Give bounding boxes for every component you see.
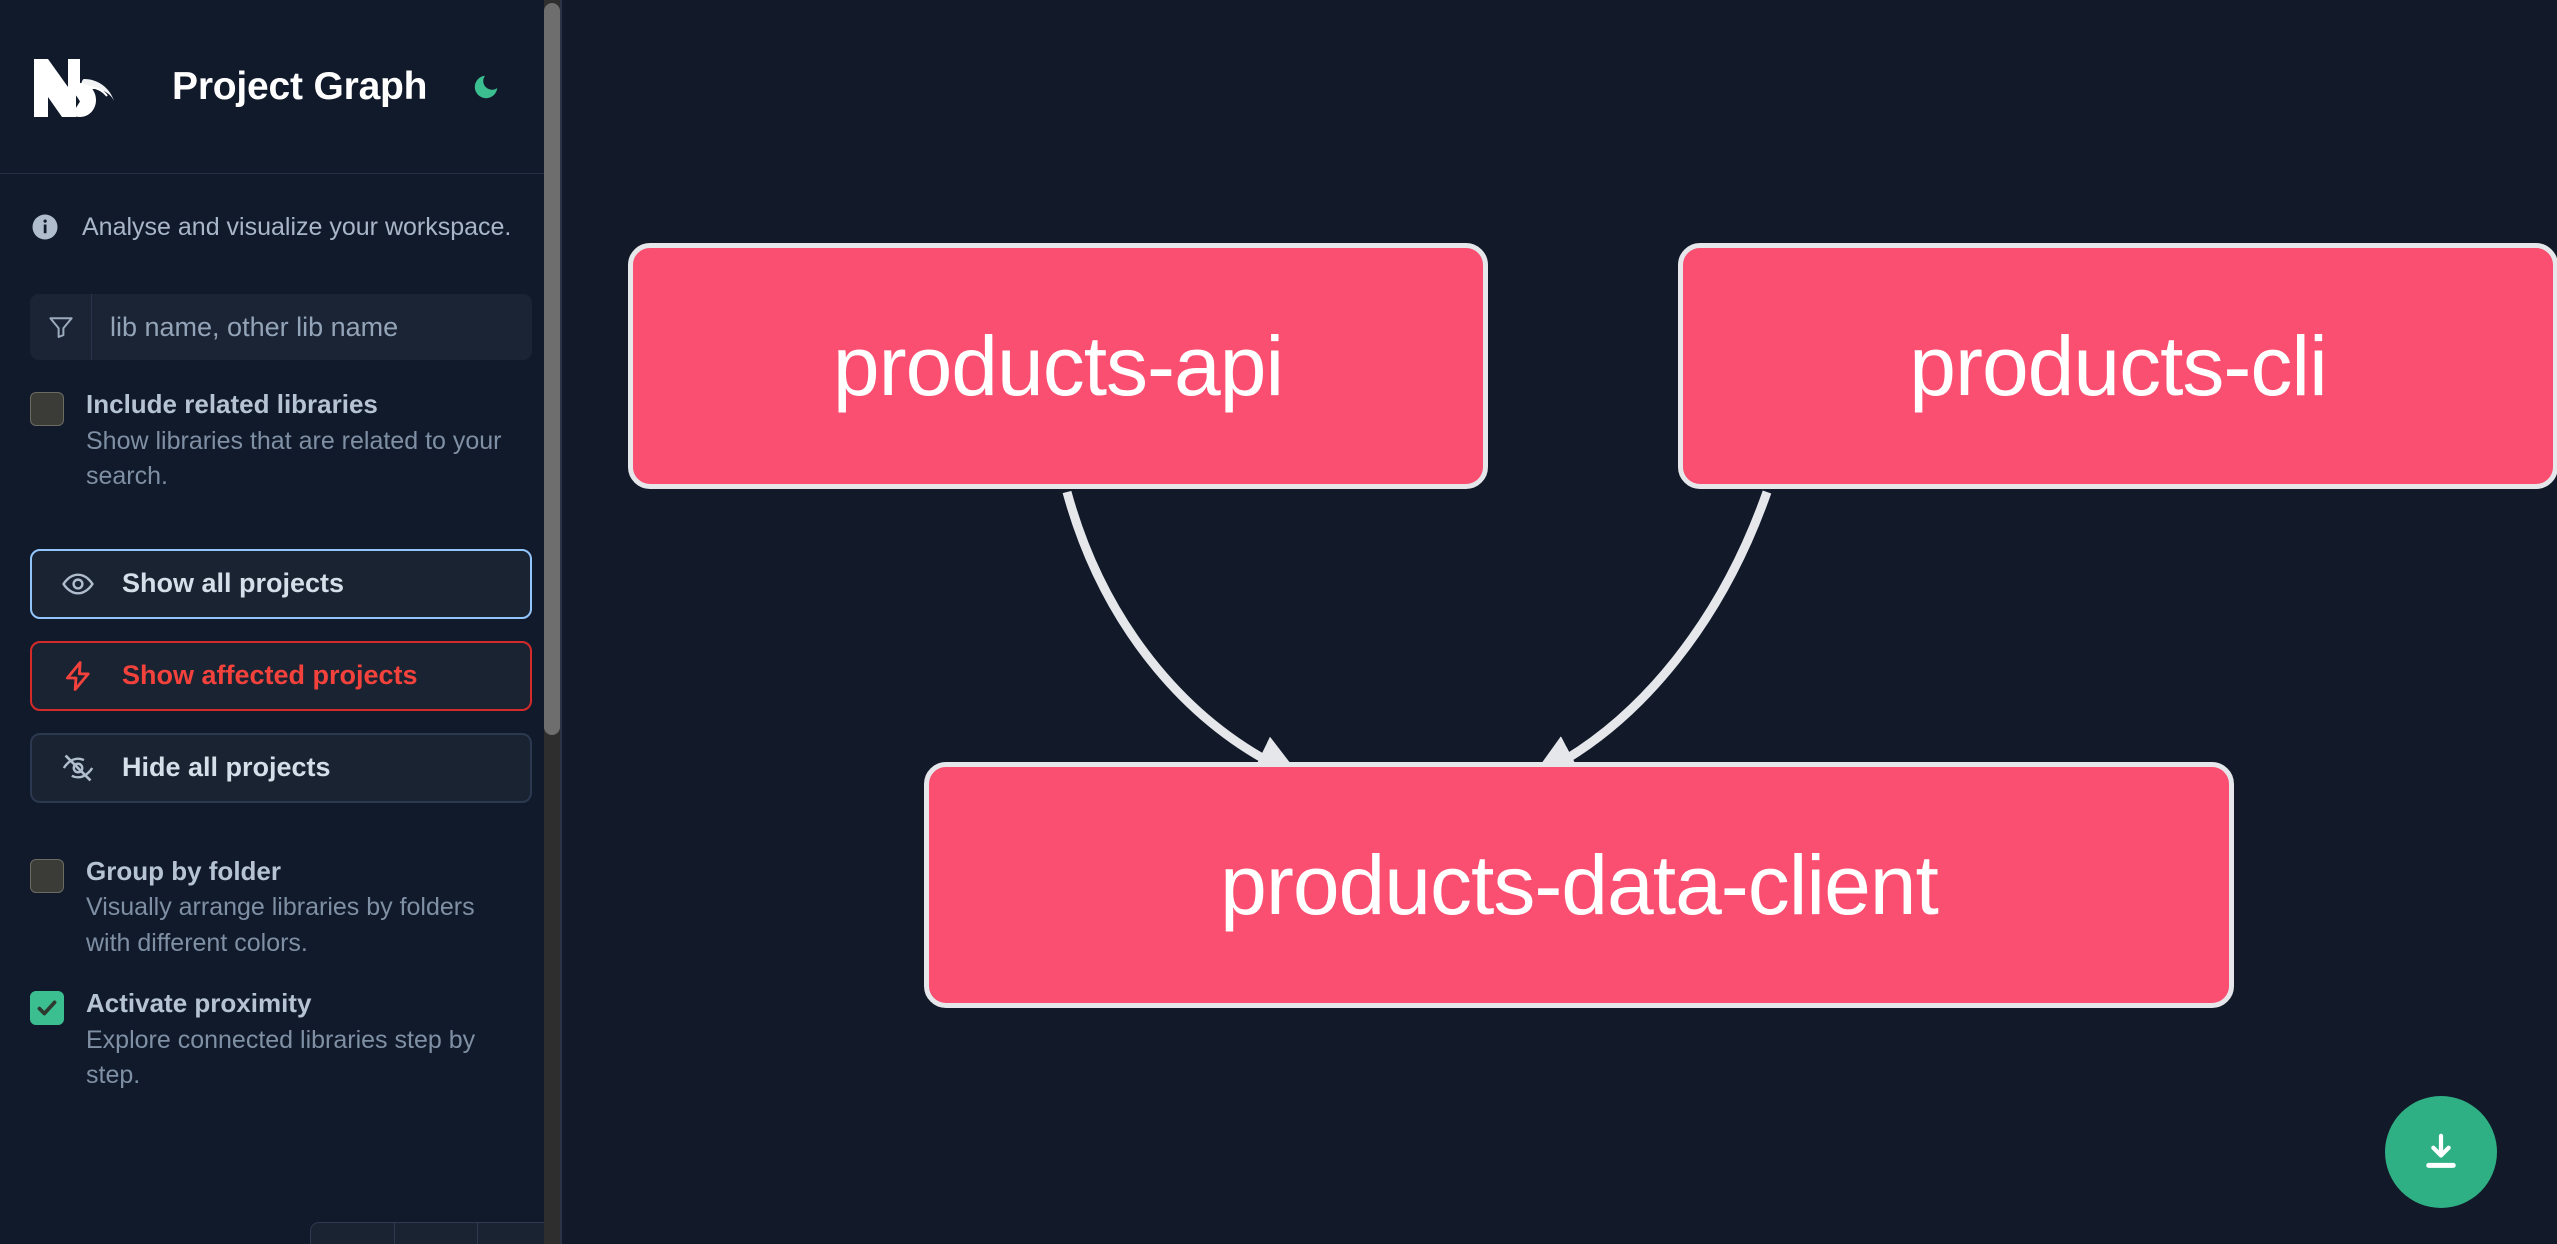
sidebar: Project Graph Analyse and visualize your…: [0, 0, 562, 1244]
graph-canvas[interactable]: products-api products-cli products-data-…: [562, 0, 2557, 1244]
sidebar-divider: [560, 0, 562, 1244]
action-button-group: Show all projects Show affected projects: [30, 548, 532, 803]
download-icon: [2426, 1133, 2456, 1168]
edge-products-cli-to-products-data-client: [1530, 490, 1772, 779]
page-title: Project Graph: [172, 64, 428, 108]
search-field[interactable]: [30, 294, 532, 360]
checkbox-row-group-by-folder[interactable]: Group by folder Visually arrange librari…: [0, 855, 562, 962]
info-text: Analyse and visualize your workspace.: [82, 212, 512, 241]
checkbox-description: Visually arrange libraries by folders wi…: [86, 893, 475, 957]
info-icon: [30, 212, 60, 242]
graph-edges: [1062, 490, 1772, 779]
hide-all-projects-label: Hide all projects: [122, 752, 331, 782]
checkbox-description: Show libraries that are related to your …: [86, 426, 502, 491]
search-input[interactable]: [92, 294, 532, 360]
download-image-button[interactable]: [2385, 1096, 2497, 1208]
sidebar-content: Project Graph Analyse and visualize your…: [0, 0, 562, 1244]
checkbox-row-activate-proximity[interactable]: Activate proximity Explore connected lib…: [0, 987, 562, 1094]
info-banner: Analyse and visualize your workspace.: [0, 174, 562, 242]
check-icon: [37, 1000, 57, 1016]
checkbox-group-by-folder[interactable]: [30, 858, 64, 893]
graph-node-label: products-cli: [1909, 318, 2327, 413]
hide-all-projects-button[interactable]: Hide all projects: [30, 732, 532, 803]
lightning-icon: [58, 656, 98, 696]
moon-icon[interactable]: [465, 66, 507, 108]
sidebar-header: Project Graph: [0, 0, 562, 174]
checkbox-include-related-libraries[interactable]: [30, 392, 64, 426]
checkbox-label: Activate proximity: [86, 988, 312, 1018]
graph-node-products-api[interactable]: products-api: [628, 243, 1488, 489]
graph-node-products-data-client[interactable]: products-data-client: [924, 762, 2234, 1008]
checkbox-activate-proximity[interactable]: [30, 991, 64, 1025]
edge-products-api-to-products-data-client: [1062, 490, 1302, 779]
show-all-projects-button[interactable]: Show all projects: [30, 548, 532, 619]
checkbox-row-include-related-libraries[interactable]: Include related libraries Show libraries…: [0, 388, 562, 495]
graph-node-products-cli[interactable]: products-cli: [1678, 243, 2557, 489]
eye-icon: [58, 564, 98, 604]
show-affected-projects-label: Show affected projects: [122, 660, 418, 690]
filter-icon: [30, 294, 92, 360]
checkbox-description: Explore connected libraries step by step…: [86, 1025, 476, 1090]
graph-node-label: products-api: [832, 318, 1284, 413]
sidebar-scrollbar-track[interactable]: [544, 0, 562, 1244]
show-all-projects-label: Show all projects: [122, 568, 345, 598]
sidebar-scrollbar-thumb[interactable]: [544, 3, 560, 735]
segment-option[interactable]: [311, 1223, 395, 1244]
show-affected-projects-button[interactable]: Show affected projects: [30, 640, 532, 711]
nx-logo-icon: [30, 53, 124, 121]
graph-node-label: products-data-client: [1220, 837, 1939, 932]
checkbox-label: Group by folder: [86, 855, 281, 886]
segment-option[interactable]: [395, 1223, 479, 1244]
eye-off-icon: [58, 748, 98, 788]
checkbox-label: Include related libraries: [86, 389, 378, 419]
segmented-control-partial[interactable]: [310, 1222, 562, 1244]
